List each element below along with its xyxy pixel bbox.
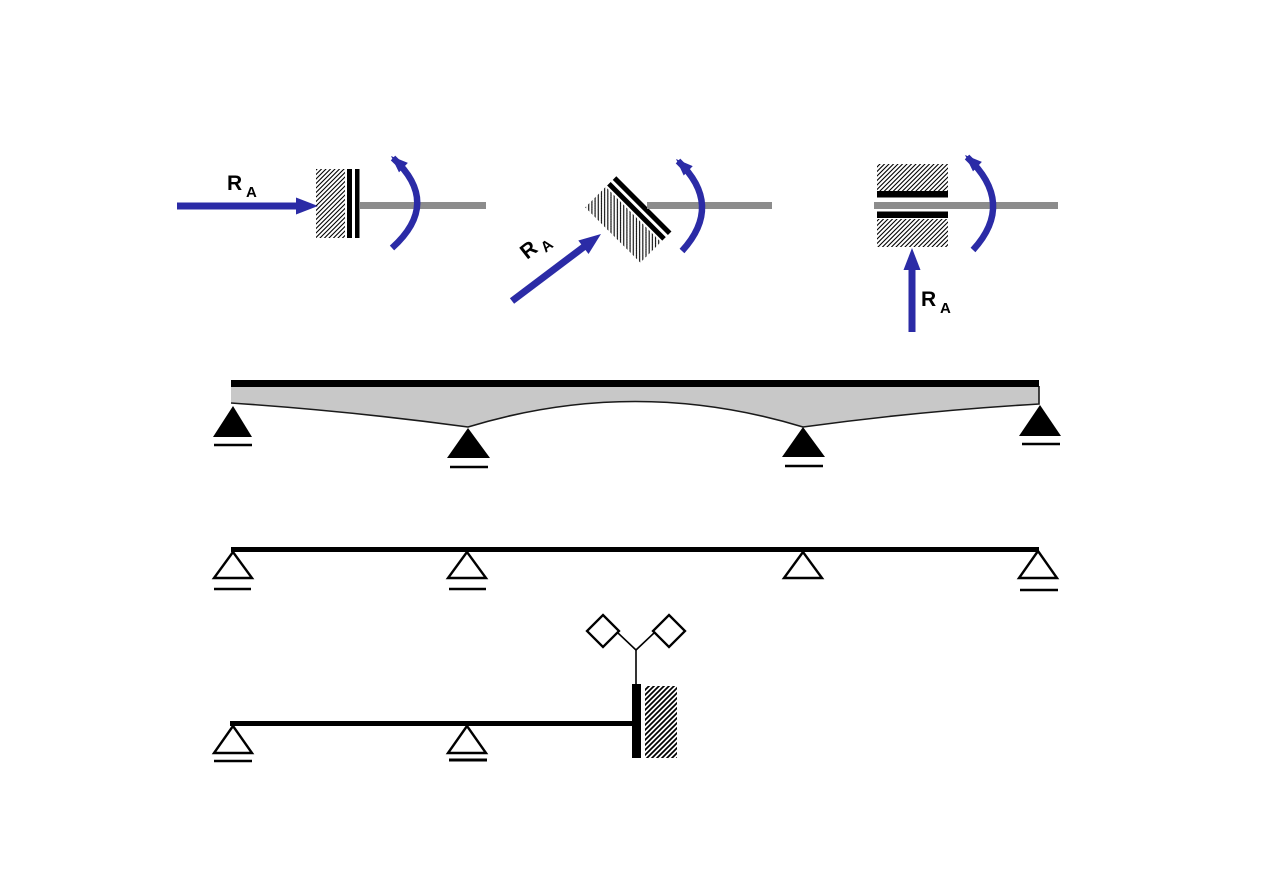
release-diamond: [585, 613, 621, 649]
reaction-label: R: [516, 236, 542, 263]
support-face-bar: [877, 211, 948, 218]
wall-face-bar: [632, 684, 641, 758]
pin-support-outline: [1016, 548, 1060, 580]
beam-bar: [231, 380, 1039, 387]
reaction-arrow-head: [903, 248, 921, 270]
wall-hatch-block: [585, 186, 661, 263]
reaction-arrow-head: [296, 197, 318, 215]
continuous-beam-shaded-figure: [213, 380, 1061, 469]
wall-hatch-block: [316, 169, 345, 238]
beam-bar: [231, 547, 1039, 552]
reaction-arrow-head: [578, 234, 601, 255]
pin-support-outline: [445, 723, 489, 755]
reaction-label: R: [921, 288, 936, 311]
pin-support-outline: [211, 723, 255, 755]
pin-support-filled: [1019, 405, 1061, 436]
reaction-arrow-shaft: [509, 243, 588, 304]
fixed-support-symbol: R A: [177, 155, 486, 251]
pin-support-filled: [447, 428, 490, 458]
continuous-beam-line-figure: [211, 547, 1060, 592]
reaction-label-subscript: A: [940, 300, 951, 317]
shaded-region-boundary: [230, 386, 1040, 428]
moment-arc-arrow-head: [965, 155, 982, 172]
release-link-line: [617, 632, 637, 651]
release-link-line: [635, 632, 655, 651]
pin-support-filled: [213, 406, 252, 437]
propped-cantilever-figure: [211, 613, 687, 763]
support-face-bar: [612, 176, 672, 235]
support-face-bar: [607, 181, 666, 241]
rotated-wall-group: [585, 176, 672, 263]
support-face-bar: [347, 169, 352, 238]
shaded-region: [231, 384, 1039, 427]
release-diamond: [651, 613, 687, 649]
reaction-label-subscript: A: [246, 184, 257, 201]
support-face-bar: [877, 191, 948, 198]
inclined-fixed-support-symbol: R A: [509, 158, 772, 304]
vertical-roller-support-symbol: R A: [874, 154, 1058, 332]
pin-support-filled: [782, 427, 825, 457]
moment-arc-arrow-head: [391, 156, 408, 173]
pin-support-outline: [211, 549, 255, 580]
support-face-bar: [355, 169, 360, 238]
reaction-label-group: R A: [516, 236, 557, 264]
wall-hatch-block-bottom: [877, 219, 948, 247]
wall-hatch-block: [645, 686, 677, 758]
moment-arc-arrow-head: [676, 159, 693, 176]
pin-support-outline-no-ground: [781, 549, 825, 580]
pin-support-outline: [445, 549, 489, 580]
reaction-label: R: [227, 172, 242, 195]
wall-hatch-block-top: [877, 164, 948, 191]
beam-bar: [230, 721, 634, 726]
